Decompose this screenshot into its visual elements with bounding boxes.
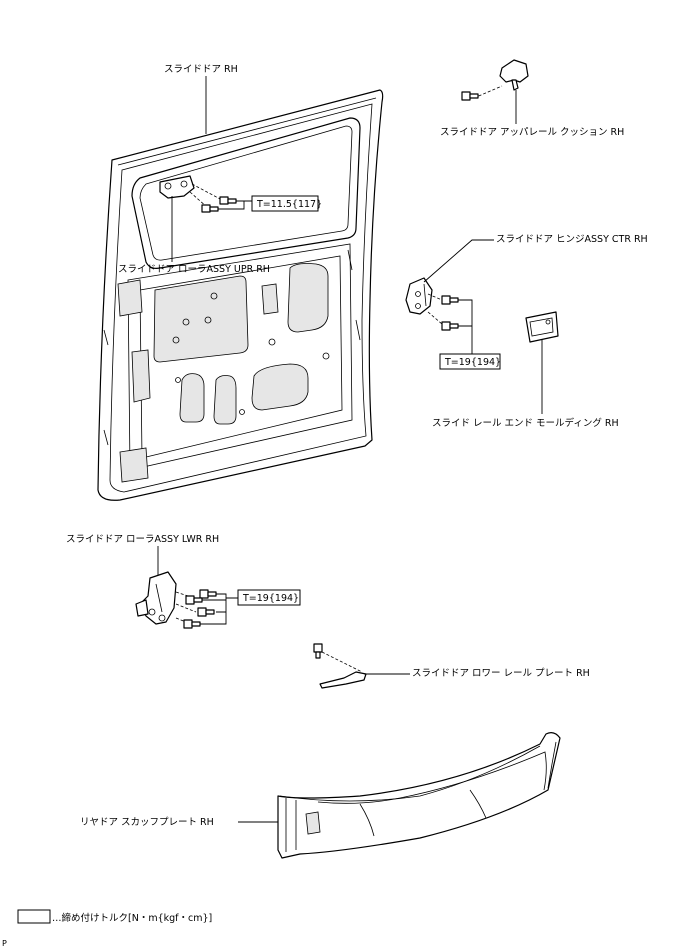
torque-label-ctr: T=19{194} [444,357,501,368]
torque-label-lwr: T=19{194} [242,593,299,604]
bolt-upr-1 [219,196,237,205]
legend-text: …締め付けトルク[N・m{kgf・cm}] [52,912,212,924]
label-upper-rail-cushion: スライドドア アッパレール クッション RH [440,127,624,138]
torque-box-upr: T=11.5{117} [251,195,322,212]
bolt-ctr-1 [441,295,459,305]
corner-mark: P [2,939,7,948]
bolt-cushion [461,91,479,101]
bolt-lwr-4 [183,619,201,629]
label-slide-door: スライドドア RH [164,64,238,75]
bolt-lwr-1 [199,589,217,599]
torque-label-upr: T=11.5{117} [256,199,322,210]
bolt-ctr-2 [441,321,459,331]
torque-legend: …締め付けトルク[N・m{kgf・cm}] [17,909,212,924]
lower-rail-plate-part [319,671,367,689]
label-scuff-plate: リヤドア スカッフプレート RH [80,817,214,828]
bolt-lower-rail-plate [313,643,323,659]
label-lower-rail-plate: スライドドア ロワー レール プレート RH [412,668,590,679]
slide-door-panel [97,89,384,501]
roller-lwr-part [135,571,177,625]
upper-rail-cushion-part [499,59,529,91]
torque-box-ctr: T=19{194} [439,353,501,370]
bolt-lwr-3 [197,607,215,617]
bolt-upr-2 [201,204,219,213]
label-roller-upr: スライドドア ローラASSY UPR RH [118,264,270,275]
torque-box-lwr: T=19{194} [237,589,301,606]
rail-end-molding-part [525,311,559,343]
label-hinge-ctr: スライドドア ヒンジASSY CTR RH [496,234,648,245]
scuff-plate-part [277,732,561,859]
roller-upr-part [159,175,195,199]
label-rail-end-molding: スライド レール エンド モールディング RH [432,417,619,429]
label-roller-lwr: スライドドア ローラASSY LWR RH [66,534,219,545]
hinge-ctr-part [405,277,433,315]
bolt-lwr-2 [185,595,203,605]
